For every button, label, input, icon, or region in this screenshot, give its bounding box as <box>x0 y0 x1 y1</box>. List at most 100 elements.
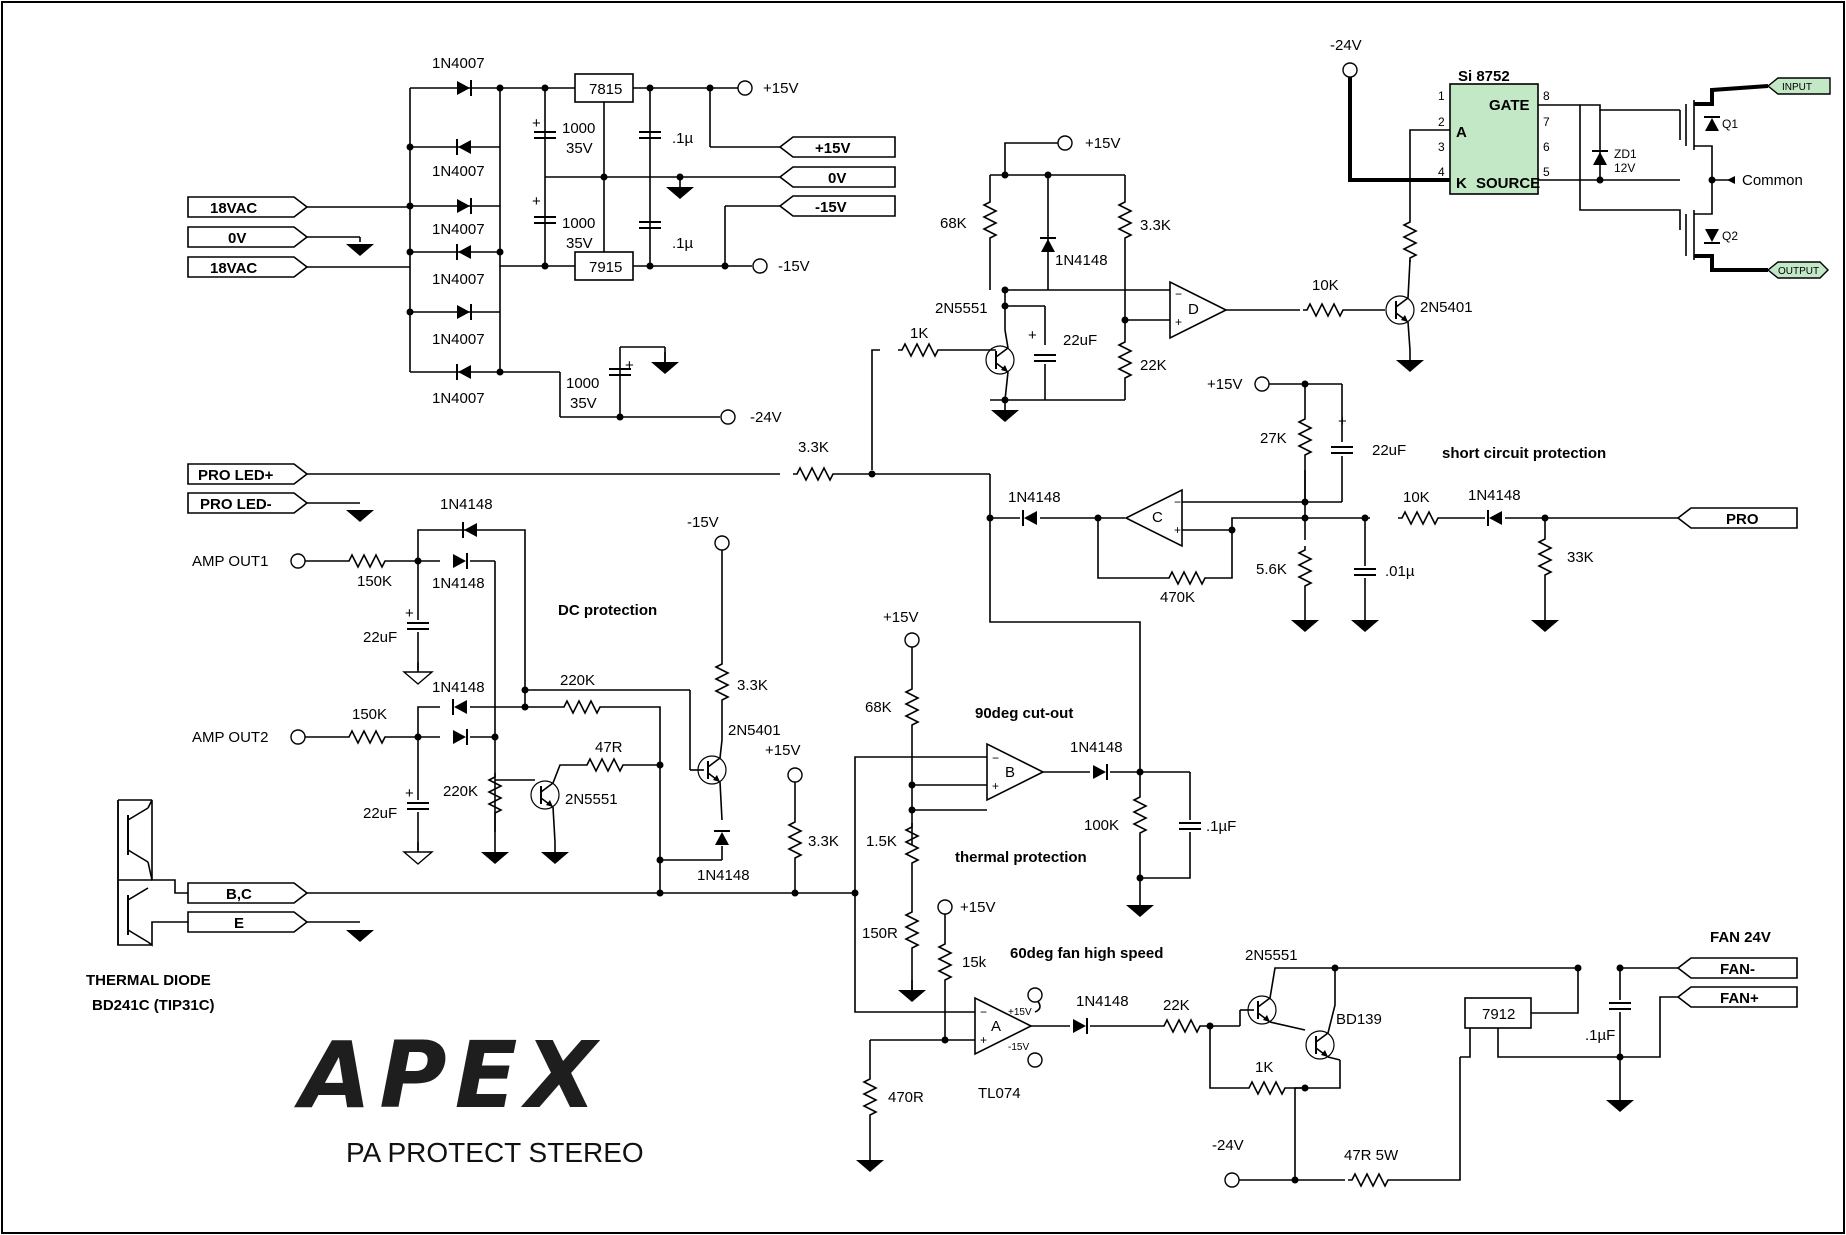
tag-fan-plus[interactable]: FAN+ <box>1676 986 1798 1008</box>
svg-text:INPUT: INPUT <box>1782 82 1812 93</box>
tag-out-0v[interactable]: 0V <box>778 166 896 188</box>
svg-text:1K: 1K <box>910 325 928 342</box>
d-label: 1N4007 <box>432 55 485 72</box>
tag-18vac-2[interactable]: 18VAC <box>187 256 309 278</box>
short-circuit-label: short circuit protection <box>1442 445 1606 462</box>
apex-logo: APEX PA PROTECT STEREO <box>294 1022 644 1168</box>
tag-input[interactable]: INPUT <box>1766 77 1831 95</box>
svg-text:7912: 7912 <box>1482 1006 1515 1023</box>
svg-text:6: 6 <box>1543 140 1550 154</box>
tag-0v-in[interactable]: 0V <box>187 226 309 248</box>
tag-out-m15v[interactable]: -15V <box>778 195 896 217</box>
d-label: 1N4007 <box>432 271 485 288</box>
svg-text:+: + <box>992 779 999 793</box>
svg-text:7: 7 <box>1543 115 1550 129</box>
svg-text:22K: 22K <box>1163 997 1190 1014</box>
tag-pro-led-plus[interactable]: PRO LED+ <box>187 463 309 485</box>
svg-text:+15V: +15V <box>1008 1007 1032 1018</box>
cap-35v: 35V <box>566 140 593 157</box>
tag-bc[interactable]: B,C <box>187 882 309 904</box>
svg-text:+15V: +15V <box>1207 376 1242 393</box>
svg-text:AMP OUT1: AMP OUT1 <box>192 553 268 570</box>
svg-text:15k: 15k <box>962 954 987 971</box>
svg-text:68K: 68K <box>940 215 967 232</box>
svg-text:.01µ: .01µ <box>1385 563 1415 580</box>
cut90-label: 90deg cut-out <box>975 705 1073 722</box>
tag-pro[interactable]: PRO <box>1676 507 1798 529</box>
svg-text:4: 4 <box>1438 165 1445 179</box>
svg-text:68K: 68K <box>865 699 892 716</box>
svg-text:+: + <box>980 1033 987 1047</box>
svg-text:1N4148: 1N4148 <box>432 575 485 592</box>
svg-text:150K: 150K <box>357 573 392 590</box>
svg-text:18VAC: 18VAC <box>210 260 257 277</box>
page-subtitle: PA PROTECT STEREO <box>346 1137 644 1168</box>
tag-pro-led-minus[interactable]: PRO LED- <box>187 492 309 514</box>
svg-text:ZD1: ZD1 <box>1614 147 1637 161</box>
svg-text:A: A <box>1456 124 1467 141</box>
svg-text:+15V: +15V <box>960 899 995 916</box>
svg-text:1N4148: 1N4148 <box>1468 487 1521 504</box>
svg-text:0V: 0V <box>228 230 246 247</box>
svg-text:3.3K: 3.3K <box>808 833 839 850</box>
svg-text:Q1: Q1 <box>1722 117 1738 131</box>
svg-text:B,C: B,C <box>226 886 252 903</box>
cap-1000: 1000 <box>562 120 595 137</box>
svg-text:1.5K: 1.5K <box>866 833 897 850</box>
svg-text:−: − <box>1175 287 1182 301</box>
thermal-protection-label: thermal protection <box>955 849 1087 866</box>
tag-fan-minus[interactable]: FAN- <box>1676 957 1798 979</box>
svg-text:+: + <box>405 785 414 802</box>
svg-text:K: K <box>1456 175 1467 192</box>
stage-a: +15V 15k 470R A −+ +15V -15V TL074 1N414… <box>854 893 1771 1188</box>
svg-text:.1µF: .1µF <box>1206 818 1236 835</box>
svg-text:1: 1 <box>1438 89 1445 103</box>
svg-text:-15V: -15V <box>1008 1042 1029 1053</box>
tag-e[interactable]: E <box>187 911 309 933</box>
svg-text:220K: 220K <box>560 672 595 689</box>
common-label: Common <box>1742 172 1803 189</box>
dc-protection-label: DC protection <box>558 602 657 619</box>
svg-text:+: + <box>532 115 541 132</box>
svg-text:PRO LED+: PRO LED+ <box>198 467 274 484</box>
svg-text:470R: 470R <box>888 1089 924 1106</box>
svg-text:+: + <box>1028 327 1037 344</box>
svg-text:+: + <box>1174 523 1181 537</box>
svg-text:0V: 0V <box>828 170 846 187</box>
svg-text:OUTPUT: OUTPUT <box>1778 266 1819 277</box>
svg-text:47R: 47R <box>595 739 623 756</box>
svg-text:1N4148: 1N4148 <box>1076 993 1129 1010</box>
svg-text:−: − <box>1174 495 1181 509</box>
svg-text:B: B <box>1005 764 1015 781</box>
rail-neg-label: -15V <box>778 258 810 275</box>
svg-text:10K: 10K <box>1312 277 1339 294</box>
d-label: 1N4007 <box>432 331 485 348</box>
svg-text:5.6K: 5.6K <box>1256 561 1287 578</box>
svg-text:3.3K: 3.3K <box>798 439 829 456</box>
svg-text:C: C <box>1152 509 1163 526</box>
svg-text:−: − <box>980 1005 987 1019</box>
cap-01: .1µ <box>672 235 694 252</box>
svg-text:1N4148: 1N4148 <box>1070 739 1123 756</box>
svg-text:33K: 33K <box>1567 549 1594 566</box>
svg-text:GATE: GATE <box>1489 97 1530 114</box>
thermal-diode-label: THERMAL DIODE <box>86 972 211 989</box>
svg-text:+15V: +15V <box>815 140 850 157</box>
svg-text:1N4148: 1N4148 <box>1055 252 1108 269</box>
svg-text:+: + <box>405 605 414 622</box>
tag-output[interactable]: OUTPUT <box>1766 261 1829 279</box>
thermal-sensor: THERMAL DIODE BD241C (TIP31C) +15V 3.3K <box>86 742 859 1014</box>
svg-text:PRO: PRO <box>1726 511 1759 528</box>
svg-text:FAN-: FAN- <box>1720 961 1755 978</box>
tag-18vac-1[interactable]: 18VAC <box>187 196 309 218</box>
svg-text:D: D <box>1188 301 1199 318</box>
reg-7815: 7815 <box>589 81 622 98</box>
svg-text:2N5551: 2N5551 <box>565 791 618 808</box>
svg-text:22uF: 22uF <box>363 629 397 646</box>
tag-out-15v[interactable]: +15V <box>778 136 896 158</box>
svg-text:8: 8 <box>1543 89 1550 103</box>
d-label: 1N4007 <box>432 390 485 407</box>
svg-text:1N4148: 1N4148 <box>440 496 493 513</box>
